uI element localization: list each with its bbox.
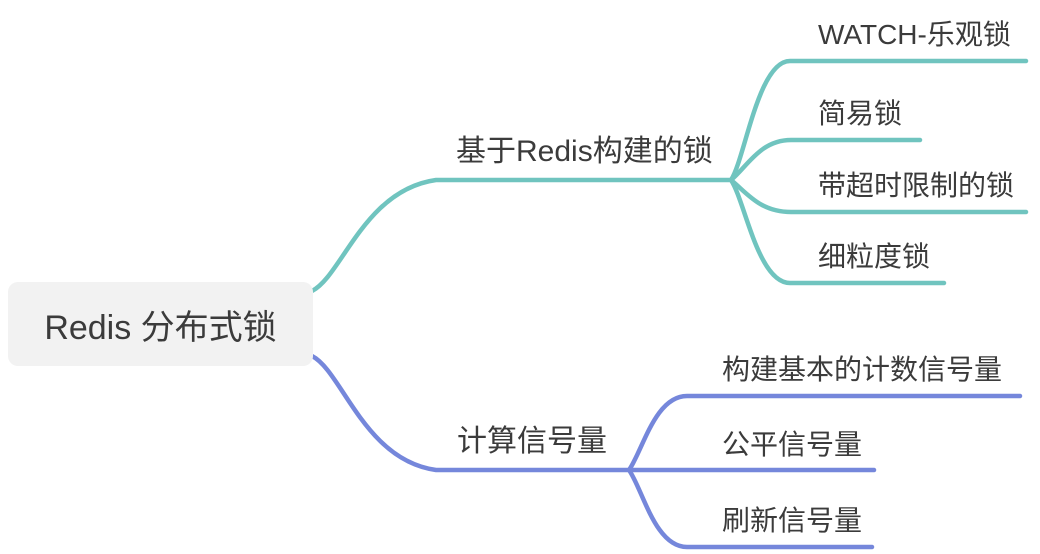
branch1-child2-connector — [728, 137, 923, 183]
branch2-child3-connector — [626, 467, 875, 550]
branch1-child1-connector — [728, 58, 1029, 183]
child-node-simple-lock[interactable]: 简易锁 — [818, 98, 903, 129]
child-node-lock-with-timeout[interactable]: 带超时限制的锁 — [818, 170, 1015, 201]
branch-node-counting-semaphore[interactable]: 计算信号量 — [457, 425, 607, 458]
branch1-child3-connector — [728, 177, 1029, 215]
branch1-trunk-connector — [309, 177, 734, 294]
root-node[interactable]: Redis 分布式锁 — [8, 282, 313, 366]
child-node-basic-counting-semaphore[interactable]: 构建基本的计数信号量 — [722, 354, 1003, 385]
branch1-child4-connector — [728, 177, 947, 286]
child-node-fair-semaphore[interactable]: 公平信号量 — [722, 429, 863, 460]
branch-node-redis-built-locks[interactable]: 基于Redis构建的锁 — [456, 135, 713, 168]
branch2-child1-connector — [626, 393, 1023, 473]
root-node-label: Redis 分布式锁 — [44, 308, 277, 347]
child-node-refresh-semaphore[interactable]: 刷新信号量 — [722, 505, 863, 536]
child-node-watch-optimistic-lock[interactable]: WATCH-乐观锁 — [818, 19, 1011, 50]
branch2-trunk-connector — [309, 353, 632, 473]
child-node-fine-grained-lock[interactable]: 细粒度锁 — [818, 241, 931, 272]
